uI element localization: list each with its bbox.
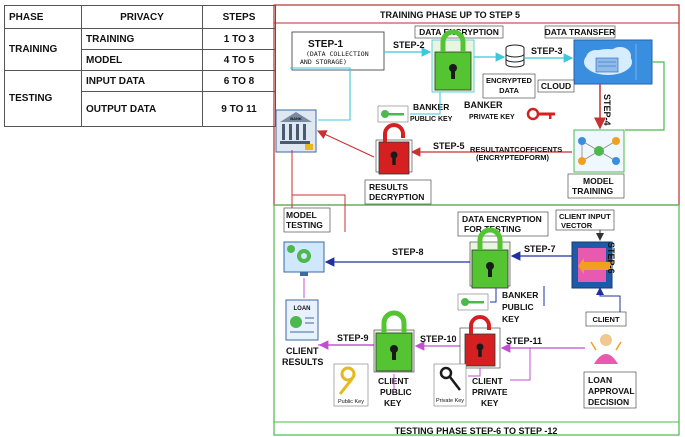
cloud-label: CLOUD [541, 81, 571, 91]
data-transfer-label: DATA TRANSFER [545, 27, 616, 37]
step8-label: STEP-8 [392, 247, 424, 257]
public-key-card-caption: Public Key [338, 399, 364, 405]
encryption-testing-label-1: DATA ENCRYPTION [462, 214, 542, 224]
model-testing-label-2: TESTING [286, 220, 323, 230]
encrypted-data-label-2: DATA [499, 86, 519, 95]
step5-label: STEP-5 [433, 141, 465, 151]
loan-decision-label-1: LOAN [588, 375, 612, 385]
encrypted-data-label-1: ENCRYPTED [486, 76, 533, 85]
privacy-phase-table: PHASE PRIVACY STEPS TRAINING TRAINING 1 … [4, 5, 276, 127]
banker-key-line [410, 92, 441, 115]
table-row: OUTPUT DATA 9 TO 11 [5, 91, 276, 127]
step1-box [291, 31, 385, 71]
model-training-box [567, 173, 625, 199]
client-input-label-2: VECTOR [561, 221, 593, 230]
steps-cell: 9 TO 11 [202, 91, 276, 127]
step4-label: STEP-4 [602, 94, 612, 126]
banker-key-testing-line [490, 288, 497, 303]
database-icon [505, 44, 525, 68]
model-testing-box [283, 207, 331, 233]
bank-icon: BANK [275, 109, 317, 153]
lock-icon [472, 230, 508, 288]
step11-label: STEP-11 [506, 336, 542, 346]
client-public-key-3: KEY [384, 398, 402, 408]
loan-decision-box [583, 371, 637, 409]
coefficients-label-2: (ENCRYPTEDFORM) [476, 153, 550, 162]
results-decryption-label-2: DECRYPTION [369, 192, 424, 202]
privacy-cell: OUTPUT DATA [81, 91, 203, 127]
client-label: CLIENT [592, 315, 620, 324]
training-phase-title: TRAINING PHASE UP TO STEP 5 [380, 10, 520, 20]
bank-to-testing-line [292, 194, 346, 232]
loan-document-icon: LOAN [285, 299, 319, 341]
banker-public-key-testing-2: PUBLIC [502, 302, 534, 312]
model-training-label-1: MODEL [583, 176, 614, 186]
banker-public-key-1: BANKER [413, 102, 449, 112]
client-private-key-line [468, 368, 481, 377]
step1-title: STEP-1 [308, 39, 343, 50]
lock-icon [376, 313, 412, 371]
step9-label: STEP-9 [337, 333, 369, 343]
bank-caption: BANK [290, 116, 302, 121]
step10-label: STEP-10 [420, 334, 457, 344]
step1-line2: AND STORAGE) [300, 58, 347, 66]
cloud-box [537, 79, 575, 93]
coefficients-label-1: RESULTANTCOFFICENTS [470, 145, 562, 154]
step1-line1: (DATA COLLECTION [306, 50, 369, 58]
client-results-label-1: CLIENT [286, 346, 319, 356]
loan-decision-label-3: DECISION [588, 397, 629, 407]
banker-public-key-testing-3: KEY [502, 314, 520, 324]
client-results-label-2: RESULTS [282, 357, 323, 367]
neural-network-icon [573, 129, 625, 173]
encryption-testing-box [457, 211, 549, 237]
lock-to-bank-arrow [316, 130, 375, 158]
cloud-to-model-line [625, 61, 665, 131]
person-icon [590, 334, 622, 364]
banker-public-key-testing-1: BANKER [502, 290, 538, 300]
monitor-gear-icon [283, 241, 325, 276]
phase-cell: TESTING [4, 70, 82, 127]
bank-to-step1-line [290, 67, 351, 121]
hand-click-icon [571, 241, 613, 289]
client-input-label-1: CLIENT INPUT [559, 212, 611, 221]
data-transfer-box [544, 25, 616, 39]
client-private-key-2: PRIVATE [472, 387, 508, 397]
banker-public-key-2: PUBLIC KEY [410, 116, 453, 123]
key-icon [377, 105, 409, 123]
step2-label: STEP-2 [393, 40, 425, 50]
cloud-server-icon [573, 39, 653, 85]
private-key-card-caption: Private Key [436, 398, 464, 404]
client-private-key-line-2 [510, 348, 531, 381]
client-public-key-2: PUBLIC [380, 387, 412, 397]
client-private-key-1: CLIENT [472, 376, 504, 386]
step3-label: STEP-3 [531, 46, 563, 56]
step7-label: STEP-7 [524, 244, 556, 254]
testing-phase-title: TESTING PHASE STEP-6 TO STEP -12 [395, 426, 558, 436]
key-icon [457, 293, 489, 311]
banker-private-key-1: BANKER [464, 100, 503, 110]
step6-label: STEP-6 [606, 242, 616, 274]
testing-phase-frame [273, 204, 680, 436]
lock-icon [463, 315, 497, 368]
key-icon: Public Key [333, 363, 369, 407]
loan-decision-label-2: APPROVAL [588, 386, 635, 396]
model-testing-label-1: MODEL [286, 210, 317, 220]
encrypted-data-box [482, 73, 536, 99]
results-decryption-label-1: RESULTS [369, 182, 408, 192]
banker-private-key-2: PRIVATE KEY [469, 114, 515, 121]
loan-document-caption: LOAN [294, 306, 311, 312]
client-to-input-line [596, 287, 621, 322]
client-private-key-3: KEY [481, 398, 499, 408]
client-label-box [585, 311, 627, 327]
results-decryption-box [364, 179, 432, 205]
client-input-box [555, 209, 615, 231]
key-icon [526, 107, 555, 121]
model-training-label-2: TRAINING [572, 186, 613, 196]
key-icon: Private Key [433, 363, 467, 407]
lock-icon [377, 123, 411, 176]
